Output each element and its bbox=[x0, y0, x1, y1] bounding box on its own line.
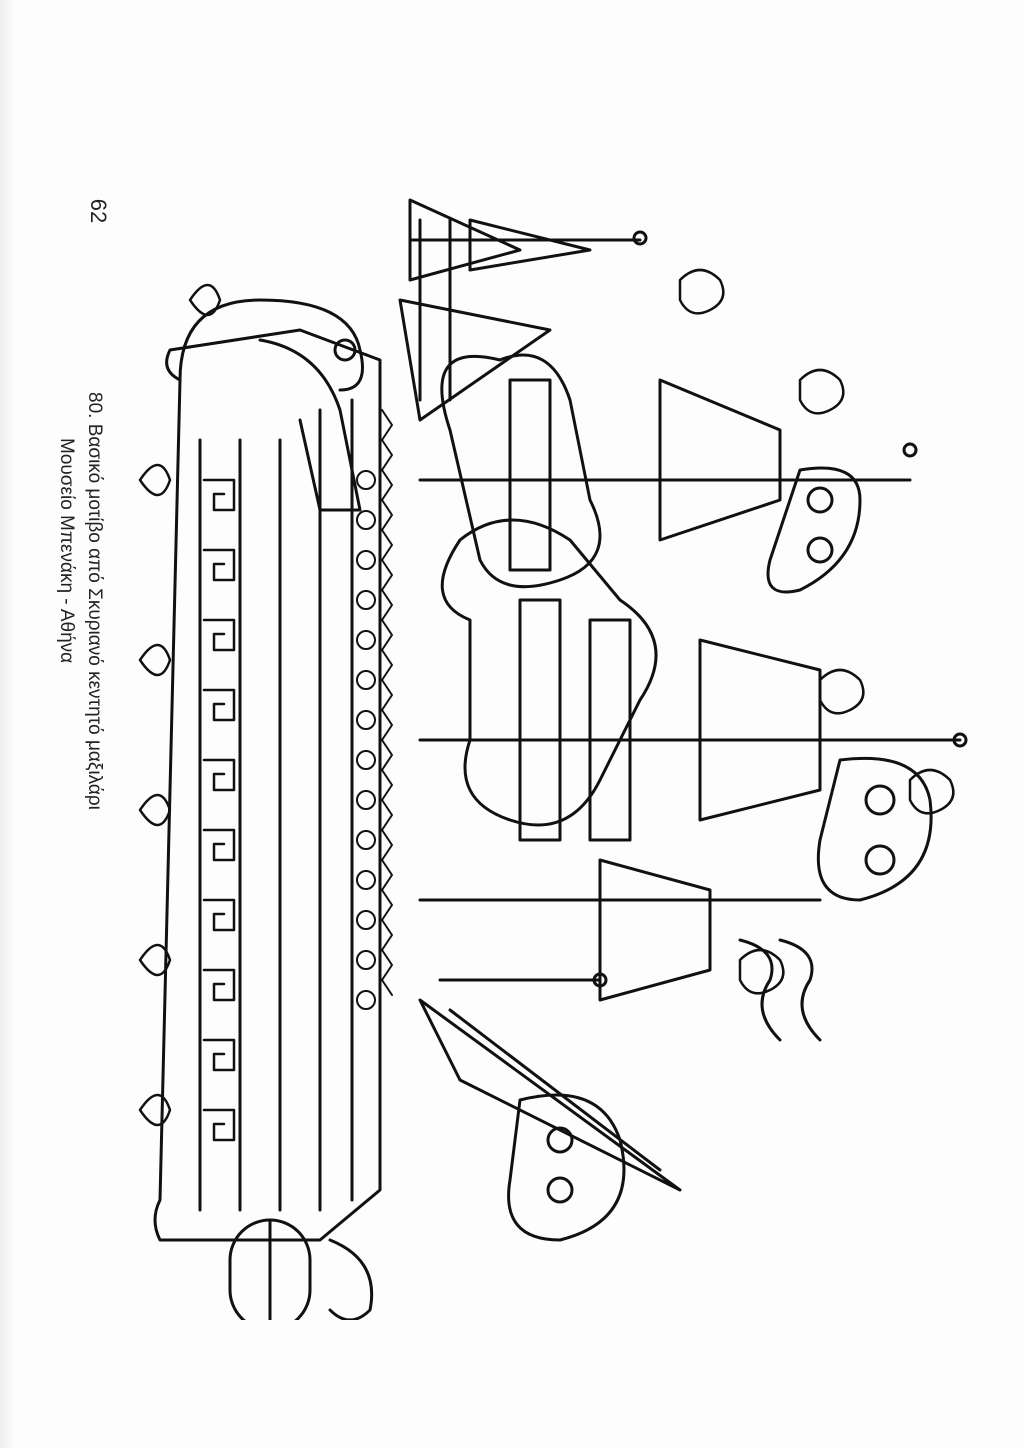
bow-scroll bbox=[178, 298, 364, 512]
trapezoid-sails bbox=[598, 378, 822, 1002]
masts bbox=[408, 238, 962, 982]
hull-zigzag bbox=[381, 409, 393, 996]
fish bbox=[138, 283, 222, 1127]
birds bbox=[678, 268, 955, 995]
streamers bbox=[738, 938, 822, 1042]
flags bbox=[507, 230, 968, 1242]
hull bbox=[153, 328, 393, 1242]
hull-key-pattern bbox=[202, 478, 236, 1142]
top-sails bbox=[398, 198, 592, 422]
caption-title: 80. Βασικό μοτίβο από Σκυριανό κεντητό μ… bbox=[84, 392, 105, 810]
ship-drawing bbox=[138, 198, 968, 1320]
stern-cabin bbox=[228, 1218, 374, 1320]
caption-source: Μουσείο Μπενάκη - Αθήνα bbox=[56, 438, 77, 664]
hull-circle-row bbox=[356, 470, 376, 1010]
scan-edge bbox=[0, 0, 14, 1448]
ship-illustration bbox=[120, 180, 980, 1320]
main-sails bbox=[440, 353, 658, 842]
page-number: 62 bbox=[86, 198, 111, 224]
